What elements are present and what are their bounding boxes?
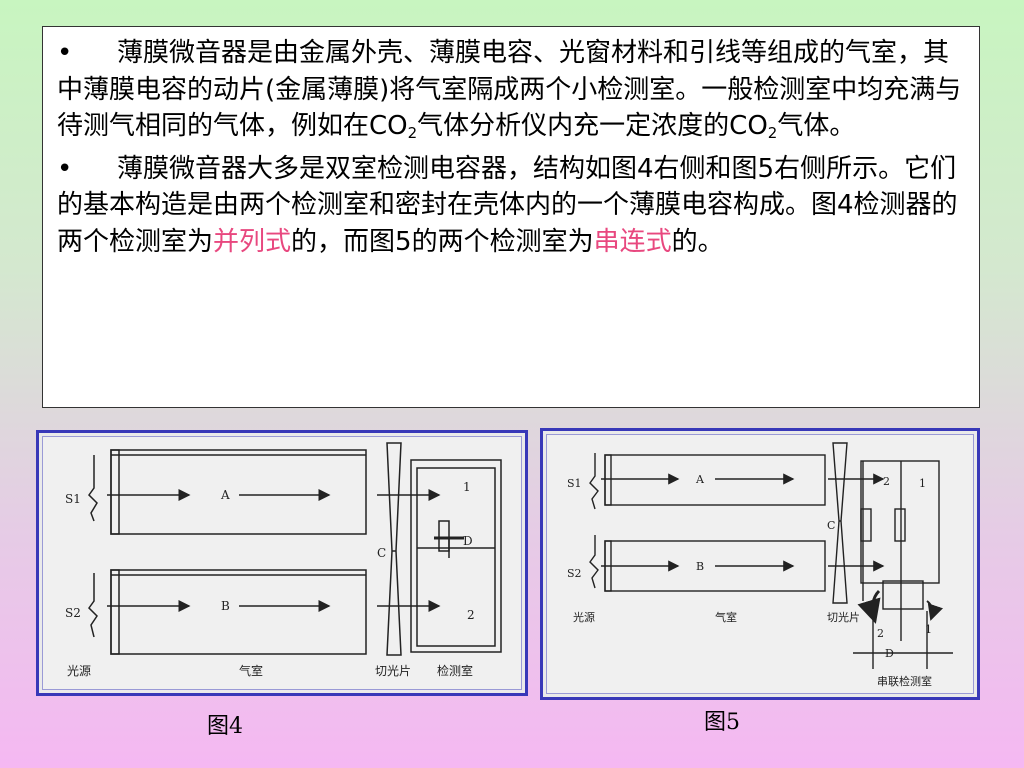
bullet-2: • [57, 153, 73, 184]
source-s2-zigzag [88, 573, 98, 638]
p2-highlight-parallel: 并列式 [213, 226, 292, 257]
p2-intro-text: 薄膜微音器大多是双室检测电容器，结构如图4右侧和图5右侧所示。它们的基本构造是由… [57, 153, 958, 257]
fig5-label-b: B [696, 560, 704, 573]
p1-subscript-2: 2 [767, 124, 778, 142]
chamber-a [110, 449, 367, 535]
fig4-label-c: C [377, 546, 386, 560]
fig5-label-light-source: 光源 [573, 610, 595, 624]
fig5-chopper-shape [832, 442, 848, 604]
p1-mid-text: 气体分析仪内充一定浓度的CO [417, 111, 768, 141]
figure-4-inner [42, 436, 522, 690]
fig4-label-s2: S2 [65, 606, 81, 620]
fig4-label-a: A [220, 488, 230, 502]
p2-end-text: 的。 [671, 226, 724, 257]
fig4-label-light-source: 光源 [67, 664, 91, 678]
fig5-label-d: D [885, 647, 894, 660]
fig4-label-s1: S1 [65, 492, 81, 506]
fig4-label-gas-chamber: 气室 [239, 663, 263, 678]
figure-5-diagram: S1 S2 A B C 2 1 2 1 D 光源 气室 切光片 串联检测室 [567, 442, 953, 688]
fig4-label-chopper: 切光片 [375, 664, 411, 678]
fig5-label-a: A [695, 473, 705, 486]
bullet-1: • [57, 38, 73, 68]
fig5-label-s1: S1 [567, 477, 582, 490]
source-s1-zigzag [88, 455, 98, 522]
fig5-label-1: 1 [919, 477, 926, 490]
fig5-label-s2: S2 [567, 567, 582, 580]
figure-4-caption: 图4 [207, 714, 243, 739]
fig4-label-1: 1 [463, 480, 471, 494]
chamber-b [110, 569, 367, 655]
fig5-label-c: C [827, 519, 835, 532]
chopper-shape [386, 442, 402, 656]
paragraph-1: •薄膜微音器是由金属外壳、薄膜电容、光窗材料和引线等组成的气室，其中薄膜电容的动… [57, 35, 969, 145]
p1-intro-text: 薄膜微音器是由金属外壳、薄膜电容、光窗材料和引线等组成的气室，其中薄膜电容的动片… [57, 38, 962, 141]
fig5-chamber-a [604, 454, 826, 506]
fig4-label-b: B [221, 599, 230, 613]
fig5-label-detector: 串联检测室 [877, 674, 932, 688]
figure-4: S1 S2 A B C D 1 2 光源 气室 切光片 检测室 [36, 430, 528, 696]
detector-box [410, 459, 502, 653]
fig5-label-chopper: 切光片 [827, 610, 860, 624]
figure-5-caption: 图5 [704, 710, 740, 735]
fig5-source-s1-zigzag [589, 453, 599, 510]
fig4-label-d: D [463, 534, 473, 548]
fig5-label-2: 2 [883, 475, 890, 488]
p2-highlight-series: 串连式 [593, 226, 672, 257]
fig5-label-1-lower: 1 [925, 623, 932, 636]
figure-5-inner [546, 434, 974, 694]
fig5-label-2-lower: 2 [877, 627, 884, 640]
p1-subscript-1: 2 [407, 124, 418, 142]
fig4-label-2: 2 [467, 608, 475, 622]
p2-mid-text: 的，而图5的两个检测室为 [291, 226, 594, 257]
text-panel: •薄膜微音器是由金属外壳、薄膜电容、光窗材料和引线等组成的气室，其中薄膜电容的动… [42, 26, 980, 408]
fig4-label-detector: 检测室 [437, 663, 473, 678]
fig5-label-gas-chamber: 气室 [715, 610, 737, 624]
figure-4-diagram: S1 S2 A B C D 1 2 光源 气室 切光片 检测室 [65, 442, 502, 678]
fig5-source-s2-zigzag [589, 535, 599, 589]
p1-end-text: 气体。 [777, 111, 856, 141]
figure-5: S1 S2 A B C 2 1 2 1 D 光源 气室 切光片 串联检测室 [540, 428, 980, 700]
paragraph-2: •薄膜微音器大多是双室检测电容器，结构如图4右侧和图5右侧所示。它们的基本构造是… [57, 151, 969, 261]
